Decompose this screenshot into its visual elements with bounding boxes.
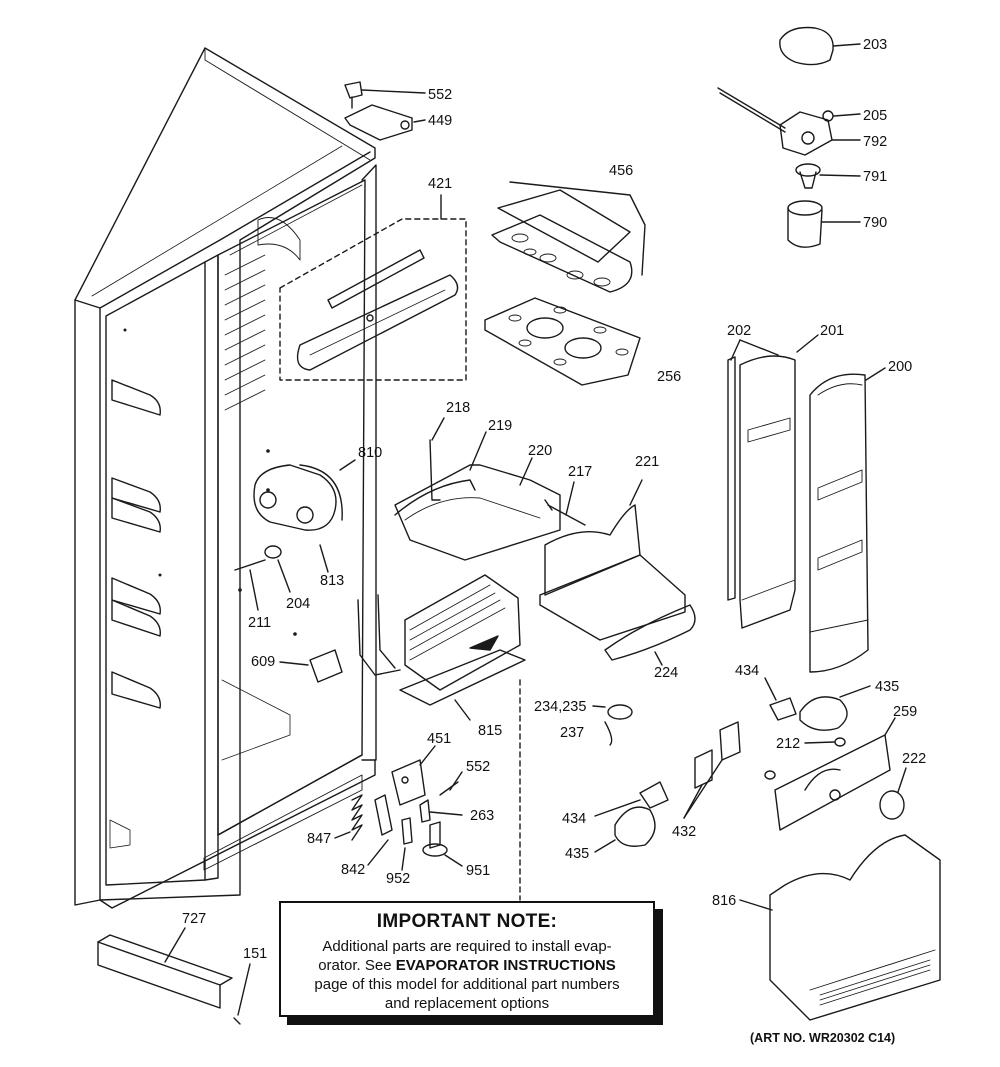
- evaporator-815: [357, 574, 526, 901]
- label-952: 952: [386, 871, 410, 887]
- label-217: 217: [568, 464, 592, 480]
- label-609: 609: [251, 654, 275, 670]
- label-790: 790: [863, 215, 887, 231]
- seal-791: [795, 163, 861, 189]
- label-847: 847: [307, 831, 331, 847]
- label-813: 813: [320, 573, 344, 589]
- panel-202: [727, 339, 779, 601]
- label-205: 205: [863, 108, 887, 124]
- label-200: 200: [888, 359, 912, 375]
- panel-201: [739, 334, 819, 629]
- screw-217: [544, 481, 586, 526]
- label-263: 263: [470, 808, 494, 824]
- note-line-1: Additional parts are required to install…: [322, 938, 612, 955]
- label-816: 816: [712, 893, 736, 909]
- spring-847: [334, 794, 363, 841]
- note-line-4: and replacement options: [384, 995, 550, 1012]
- label-234-235: 234,235: [534, 699, 586, 715]
- label-727: 727: [182, 911, 206, 927]
- note-line-3: page of this model for additional part n…: [314, 976, 620, 993]
- label-434-top: 434: [735, 663, 759, 679]
- pin-263: [419, 799, 463, 823]
- grommet-212: [764, 737, 846, 780]
- coupler-952: [401, 817, 413, 871]
- label-435-top: 435: [875, 679, 899, 695]
- screw-552-lower: [439, 771, 463, 796]
- sockets-432: [683, 721, 741, 819]
- bulb-435-top: [799, 685, 871, 731]
- evaporator-instructions-link: EVAPORATOR INSTRUCTIONS: [395, 957, 616, 974]
- label-219: 219: [488, 418, 512, 434]
- label-951: 951: [466, 863, 490, 879]
- latch-237: [592, 704, 633, 746]
- damper-222: [879, 767, 907, 820]
- label-212: 212: [776, 736, 800, 752]
- label-451: 451: [427, 731, 451, 747]
- important-note-box: IMPORTANT NOTE: Additional parts are req…: [279, 901, 655, 1017]
- label-456: 456: [609, 163, 633, 179]
- label-151: 151: [243, 946, 267, 962]
- label-221: 221: [635, 454, 659, 470]
- label-204: 204: [286, 596, 310, 612]
- hinge-assembly: [344, 81, 426, 141]
- label-220: 220: [528, 443, 552, 459]
- label-256: 256: [657, 369, 681, 385]
- light-assembly-421: [279, 194, 467, 381]
- label-552-lower: 552: [466, 759, 490, 775]
- note-line-2: orator. See EVAPORATOR INSTRUCTIONS: [281, 956, 653, 975]
- label-552-top: 552: [428, 87, 452, 103]
- screw-151: [233, 963, 251, 1025]
- label-421: 421: [428, 176, 452, 192]
- shelf-tray-456: [491, 181, 646, 293]
- pan-assembly-220: [394, 417, 561, 561]
- cover-259: [774, 717, 896, 831]
- art-number: (ART NO. WR20302 C14): [750, 1031, 896, 1045]
- label-842: 842: [341, 862, 365, 878]
- panel-200: [809, 367, 886, 673]
- label-810: 810: [358, 445, 382, 461]
- label-201: 201: [820, 323, 844, 339]
- note-line-2-prefix: orator. See: [318, 957, 396, 974]
- label-792: 792: [863, 134, 887, 150]
- label-203: 203: [863, 37, 887, 53]
- cap-203: [779, 26, 861, 66]
- control-assembly-792: [717, 87, 861, 156]
- grommet-204: [264, 545, 291, 593]
- refrigerator-cabinet: [74, 47, 377, 909]
- bulb-435-bottom: [594, 806, 656, 853]
- drawer-front-224: [604, 604, 696, 666]
- label-791: 791: [863, 169, 887, 185]
- label-218: 218: [446, 400, 470, 416]
- label-224: 224: [654, 665, 678, 681]
- part-labels: 203 205 792 791 790 552 449 421 456 256 …: [182, 37, 926, 962]
- bracket-451: [391, 745, 436, 806]
- label-222: 222: [902, 751, 926, 767]
- socket-434-bottom: [594, 781, 669, 817]
- arm-842: [367, 794, 393, 866]
- fan-810: [253, 459, 356, 573]
- label-434-bottom: 434: [562, 811, 586, 827]
- socket-434-top: [764, 677, 797, 721]
- switch-609: [279, 649, 343, 683]
- cover-816: [739, 834, 941, 1021]
- screw-211: [234, 559, 266, 611]
- label-435-bottom: 435: [565, 846, 589, 862]
- label-432: 432: [672, 824, 696, 840]
- label-815: 815: [478, 723, 502, 739]
- label-211: 211: [248, 615, 271, 631]
- label-237: 237: [560, 725, 584, 741]
- label-449: 449: [428, 113, 452, 129]
- label-202: 202: [727, 323, 751, 339]
- grille-727: [97, 927, 233, 1009]
- note-title: IMPORTANT NOTE:: [376, 911, 558, 932]
- label-259: 259: [893, 704, 917, 720]
- knob-951: [422, 821, 463, 867]
- shelf-tray-256: [484, 297, 641, 386]
- filter-790: [787, 200, 861, 248]
- drawer-221: [539, 479, 686, 641]
